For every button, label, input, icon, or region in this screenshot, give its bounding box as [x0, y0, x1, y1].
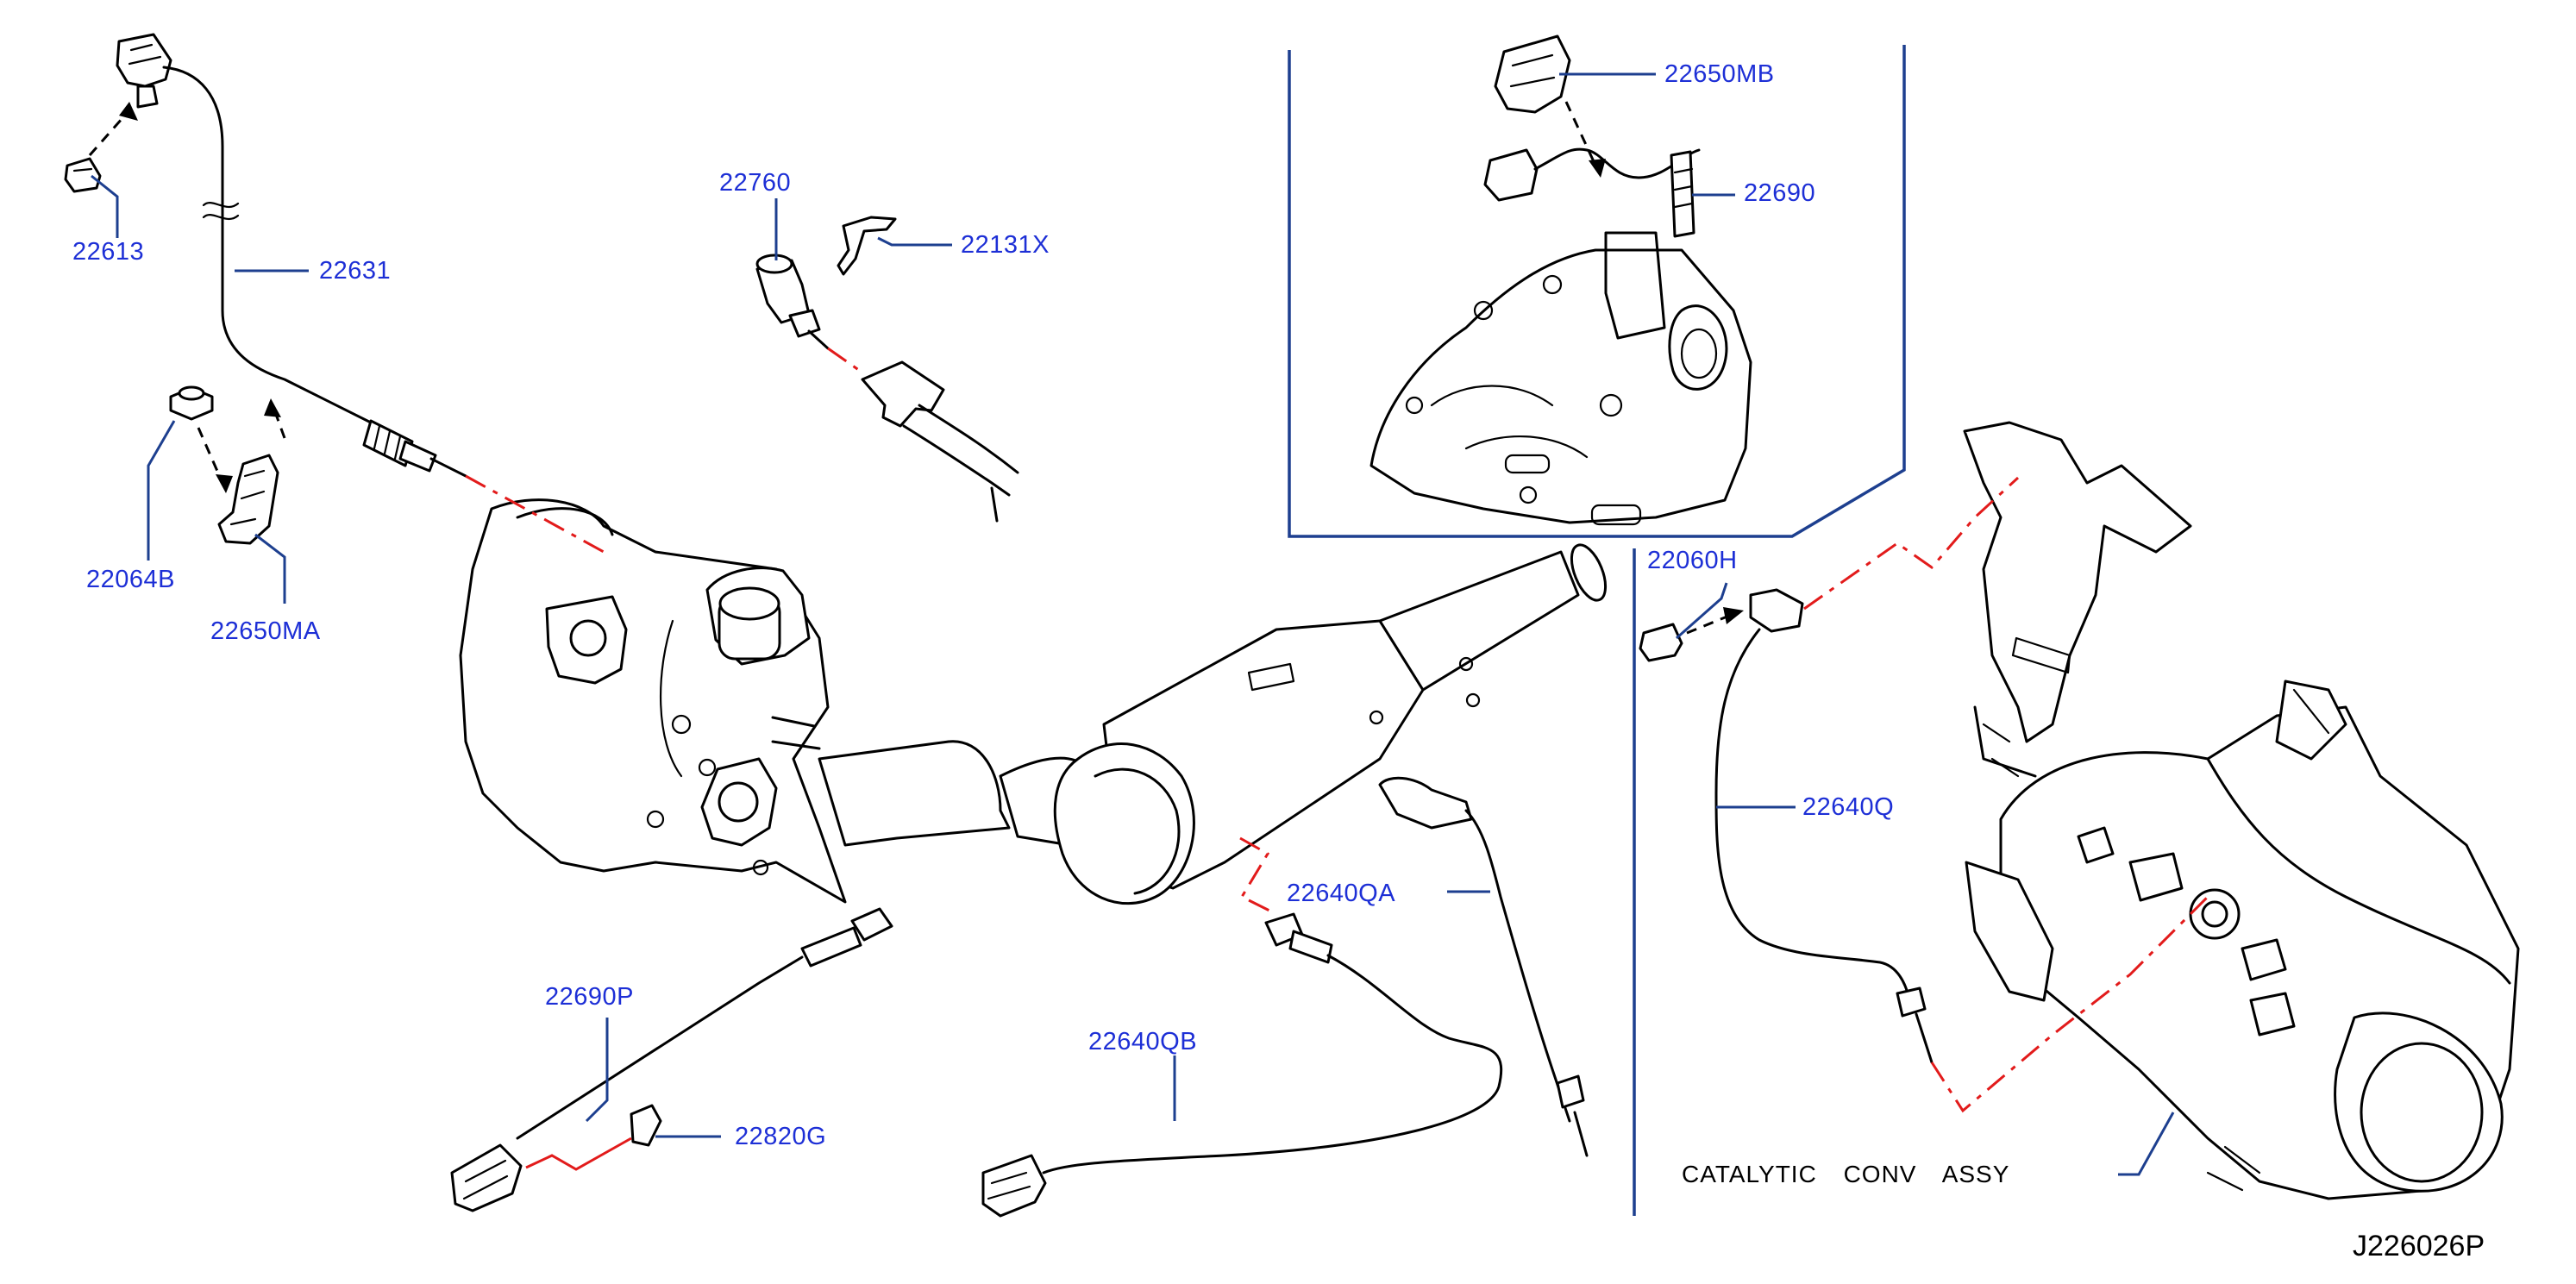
part-label-22640QB[interactable]: 22640QB — [1088, 1028, 1198, 1055]
exhaust-assembly-drawing — [459, 498, 1123, 904]
drawing-code: J226026P — [2353, 1230, 2485, 1262]
part-label-22131X[interactable]: 22131X — [961, 231, 1050, 259]
leader-lines — [91, 72, 2175, 1176]
sensor-22760-drawing — [755, 216, 1019, 523]
catalytic-conv-assy-caption: CATALYTIC CONV ASSY — [1682, 1161, 2010, 1187]
part-label-22760[interactable]: 22760 — [719, 169, 792, 197]
bracket-22650MA-drawing — [169, 385, 286, 545]
part-label-22060H[interactable]: 22060H — [1647, 547, 1738, 574]
part-label-22640Q[interactable]: 22640Q — [1802, 793, 1895, 821]
part-label-22640QA[interactable]: 22640QA — [1287, 880, 1396, 907]
part-label-22650MB[interactable]: 22650MB — [1664, 60, 1775, 88]
sensor-22640QB-drawing — [981, 912, 1503, 1218]
part-label-22650MA[interactable]: 22650MA — [210, 617, 321, 645]
connection-lines — [465, 347, 2209, 1113]
sensor-22690P-drawing — [450, 907, 893, 1212]
sensor-22640QA-drawing — [1378, 776, 1589, 1157]
part-label-22820G[interactable]: 22820G — [735, 1123, 827, 1150]
inset-frame — [1288, 45, 1906, 1216]
sensor-22640Q-drawing — [1639, 588, 1934, 1064]
inset-manifold-drawing — [1369, 34, 1752, 526]
sensor-22631-drawing — [64, 33, 467, 478]
part-label-22613[interactable]: 22613 — [72, 238, 145, 266]
part-label-22631[interactable]: 22631 — [319, 257, 392, 285]
catalyst-canister-drawing — [1053, 543, 1608, 905]
part-label-22690[interactable]: 22690 — [1744, 179, 1816, 207]
catalytic-converter-drawing — [1963, 421, 2520, 1200]
part-label-22690P[interactable]: 22690P — [545, 983, 634, 1011]
part-label-22064B[interactable]: 22064B — [86, 566, 175, 593]
